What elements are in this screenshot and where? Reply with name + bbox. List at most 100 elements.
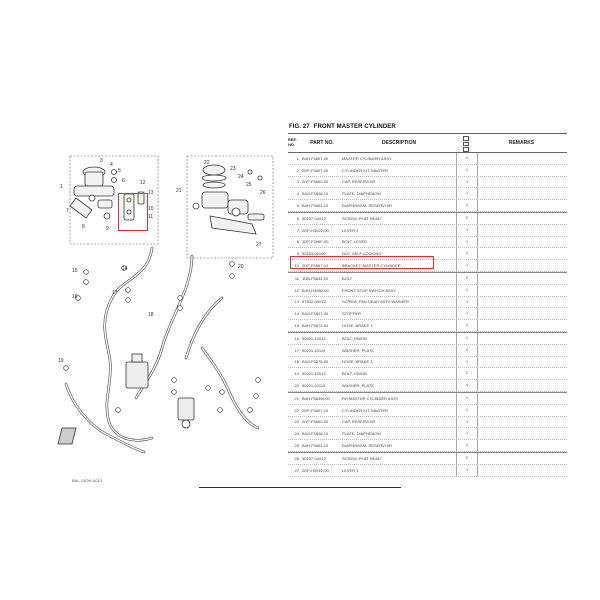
ref-cell: 10 [294, 263, 299, 269]
ref-cell: 25 [294, 443, 299, 449]
part-number-cell: 2DP-H3912-00 [302, 467, 329, 473]
ref-cell: 13 [294, 299, 299, 305]
callout-7: 7 [66, 208, 69, 214]
quantity-cell: 1 [456, 236, 478, 248]
callout-11: 11 [148, 214, 153, 220]
callout-9: 9 [106, 226, 109, 232]
part-number-cell: B4H-F5806-10 [302, 431, 329, 437]
quantity-cell: 4 [456, 380, 478, 391]
description-cell: HOSE, BRAKE 3 [342, 359, 373, 365]
divider [199, 487, 401, 488]
quantity-cell: 1 [456, 176, 478, 188]
callout-16: 16 [72, 294, 78, 300]
checkbox-icon [463, 141, 469, 147]
description-cell: BOLT [342, 275, 353, 281]
quantity-cell: 2 [456, 452, 478, 464]
ref-cell: 23 [294, 419, 299, 425]
quantity-cell: 1 [456, 404, 478, 416]
quantity-cell: 1 [456, 224, 478, 236]
ref-cell: 8 [296, 239, 299, 245]
callout-17: 17 [112, 290, 118, 296]
ref-cell: 11 [294, 275, 299, 281]
description-cell: CAP, RESERVOIR [342, 179, 376, 185]
part-number-cell: B4H-F5807-00 [302, 155, 329, 161]
description-cell: SCREW, PLAT HEAD [342, 455, 381, 461]
ref-cell: 20 [294, 383, 299, 389]
description-cell: CYLINDER KIT, MASTER [342, 167, 389, 173]
description-cell: RH MASTER CYLINDER ASSY [342, 395, 399, 401]
callout-8: 8 [82, 224, 85, 230]
callout-18: 18 [148, 312, 154, 318]
part-number-cell: B4H-F583W-00 [302, 395, 330, 401]
description-cell: LEVER 1 [342, 467, 359, 473]
quantity-cell: 1 [456, 248, 478, 260]
ref-cell: 9 [296, 251, 299, 257]
description-cell: DIAPHRAGM, RESERVOIR [342, 203, 392, 209]
callout-22: 22 [204, 160, 210, 166]
description-cell: WASHER, PLATE [342, 383, 375, 389]
part-number-cell: 2DP-H3922-00 [302, 227, 329, 233]
header-qty-icons [456, 134, 476, 153]
description-cell: STOPPER [342, 311, 362, 317]
callout-6: 6 [122, 178, 125, 184]
header-description: DESCRIPTION [381, 140, 417, 146]
callout-4: 4 [110, 162, 113, 168]
description-cell: MASTER CYLINDER ASSY [342, 155, 392, 161]
header-ref: REF. NO. [288, 137, 297, 147]
description-cell: BOLT, UNION [342, 371, 367, 377]
description-cell: LEVER 2 [342, 227, 359, 233]
callout-23: 23 [230, 166, 236, 172]
quantity-cell: 1 [456, 296, 478, 308]
part-number-cell: 90183-06106 [302, 251, 326, 257]
quantity-cell: 1 [456, 308, 478, 320]
ref-cell: 27 [294, 467, 299, 473]
ref-cell: 24 [294, 431, 299, 437]
description-cell: WASHER, PLATE [342, 347, 375, 353]
description-cell: CAP, RESERVOIR [342, 419, 376, 425]
quantity-cell: 1 [456, 464, 478, 476]
ref-cell: 4 [296, 191, 299, 197]
quantity-cell: 1 [456, 188, 478, 200]
ref-cell: 3 [296, 179, 299, 185]
description-cell: BOLT, LEVER [342, 239, 368, 245]
quantity-cell: 1 [456, 164, 478, 176]
part-number-cell: 2DP-F396F-00 [302, 239, 329, 245]
ref-cell: 7 [296, 227, 299, 233]
ref-cell: 12 [294, 287, 299, 293]
header-remarks: REMARKS [508, 140, 535, 146]
part-number-cell: 2DP-F5807-10 [302, 407, 329, 413]
ref-cell: 5 [296, 203, 299, 209]
callout-25: 25 [246, 182, 252, 188]
part-number-cell: 90157-04X12 [302, 455, 327, 461]
ref-cell: 21 [294, 395, 299, 401]
part-number-cell: 1DB-F5832-00 [302, 275, 329, 281]
quantity-cell: 2 [456, 212, 478, 224]
description-cell: NUT, SELF-LOCKING [342, 251, 382, 257]
description-cell: SCREW, PLAT HEAD [342, 215, 381, 221]
part-number-cell: 97802-04X12 [302, 299, 327, 305]
description-cell: PLATE, DIAPHRAGM [342, 191, 381, 197]
quantity-cell: 1 [456, 284, 478, 296]
part-number-cell: B4H-H3980-00 [302, 287, 329, 293]
ref-cell: 2 [296, 167, 299, 173]
ref-cell: 16 [294, 335, 299, 341]
quantity-cell: 1 [456, 332, 478, 344]
